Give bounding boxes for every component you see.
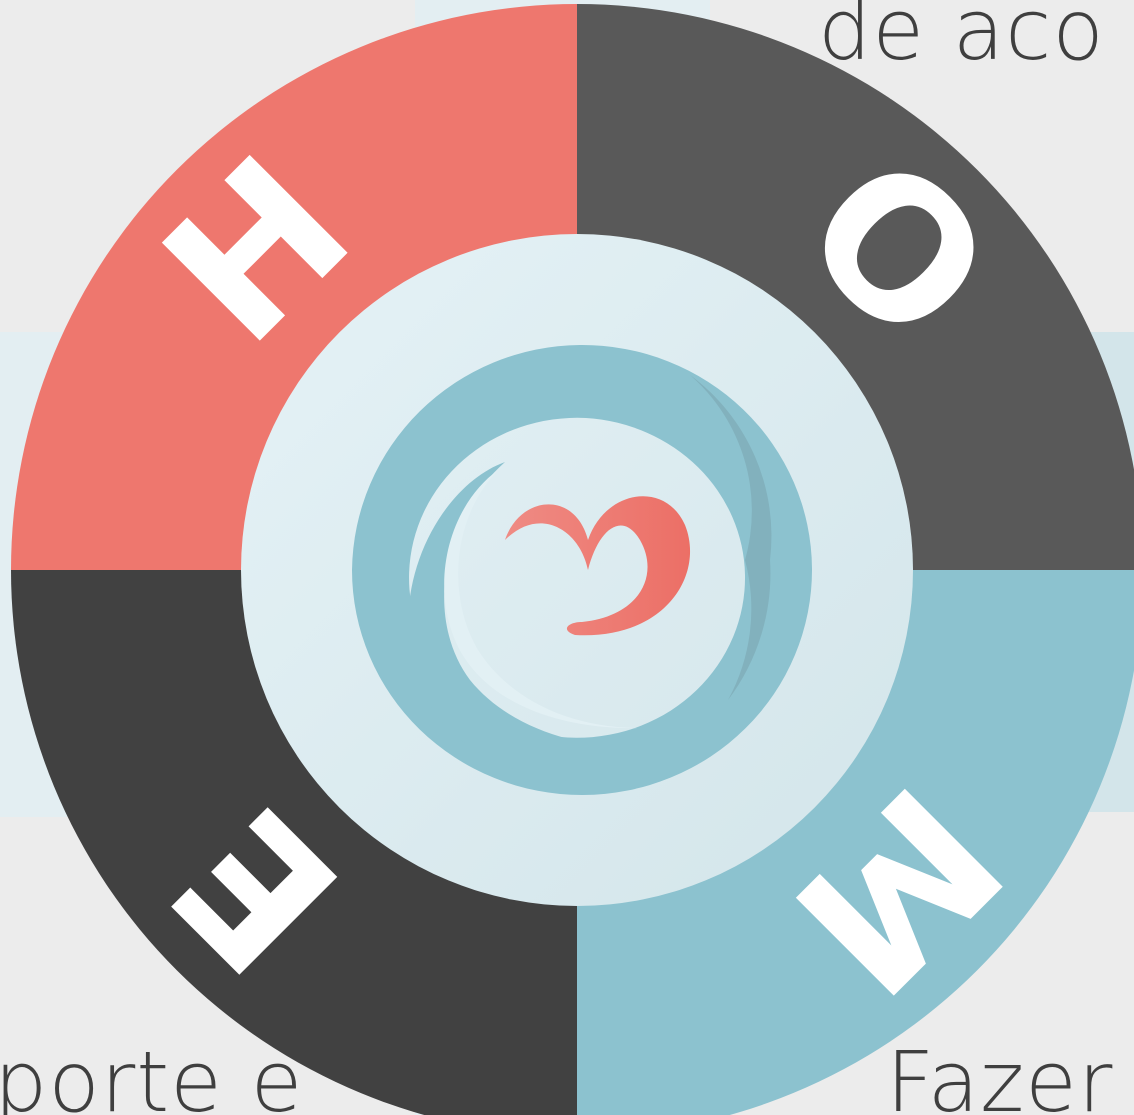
background-text-bottom-right: Fazer [886,1033,1114,1115]
center-disc [241,234,913,906]
swirl-logo-icon [352,344,812,795]
background-text-bottom-left: porte e [0,1033,304,1115]
background-text-top-right: de aco [818,0,1105,79]
heart-icon [505,496,691,636]
